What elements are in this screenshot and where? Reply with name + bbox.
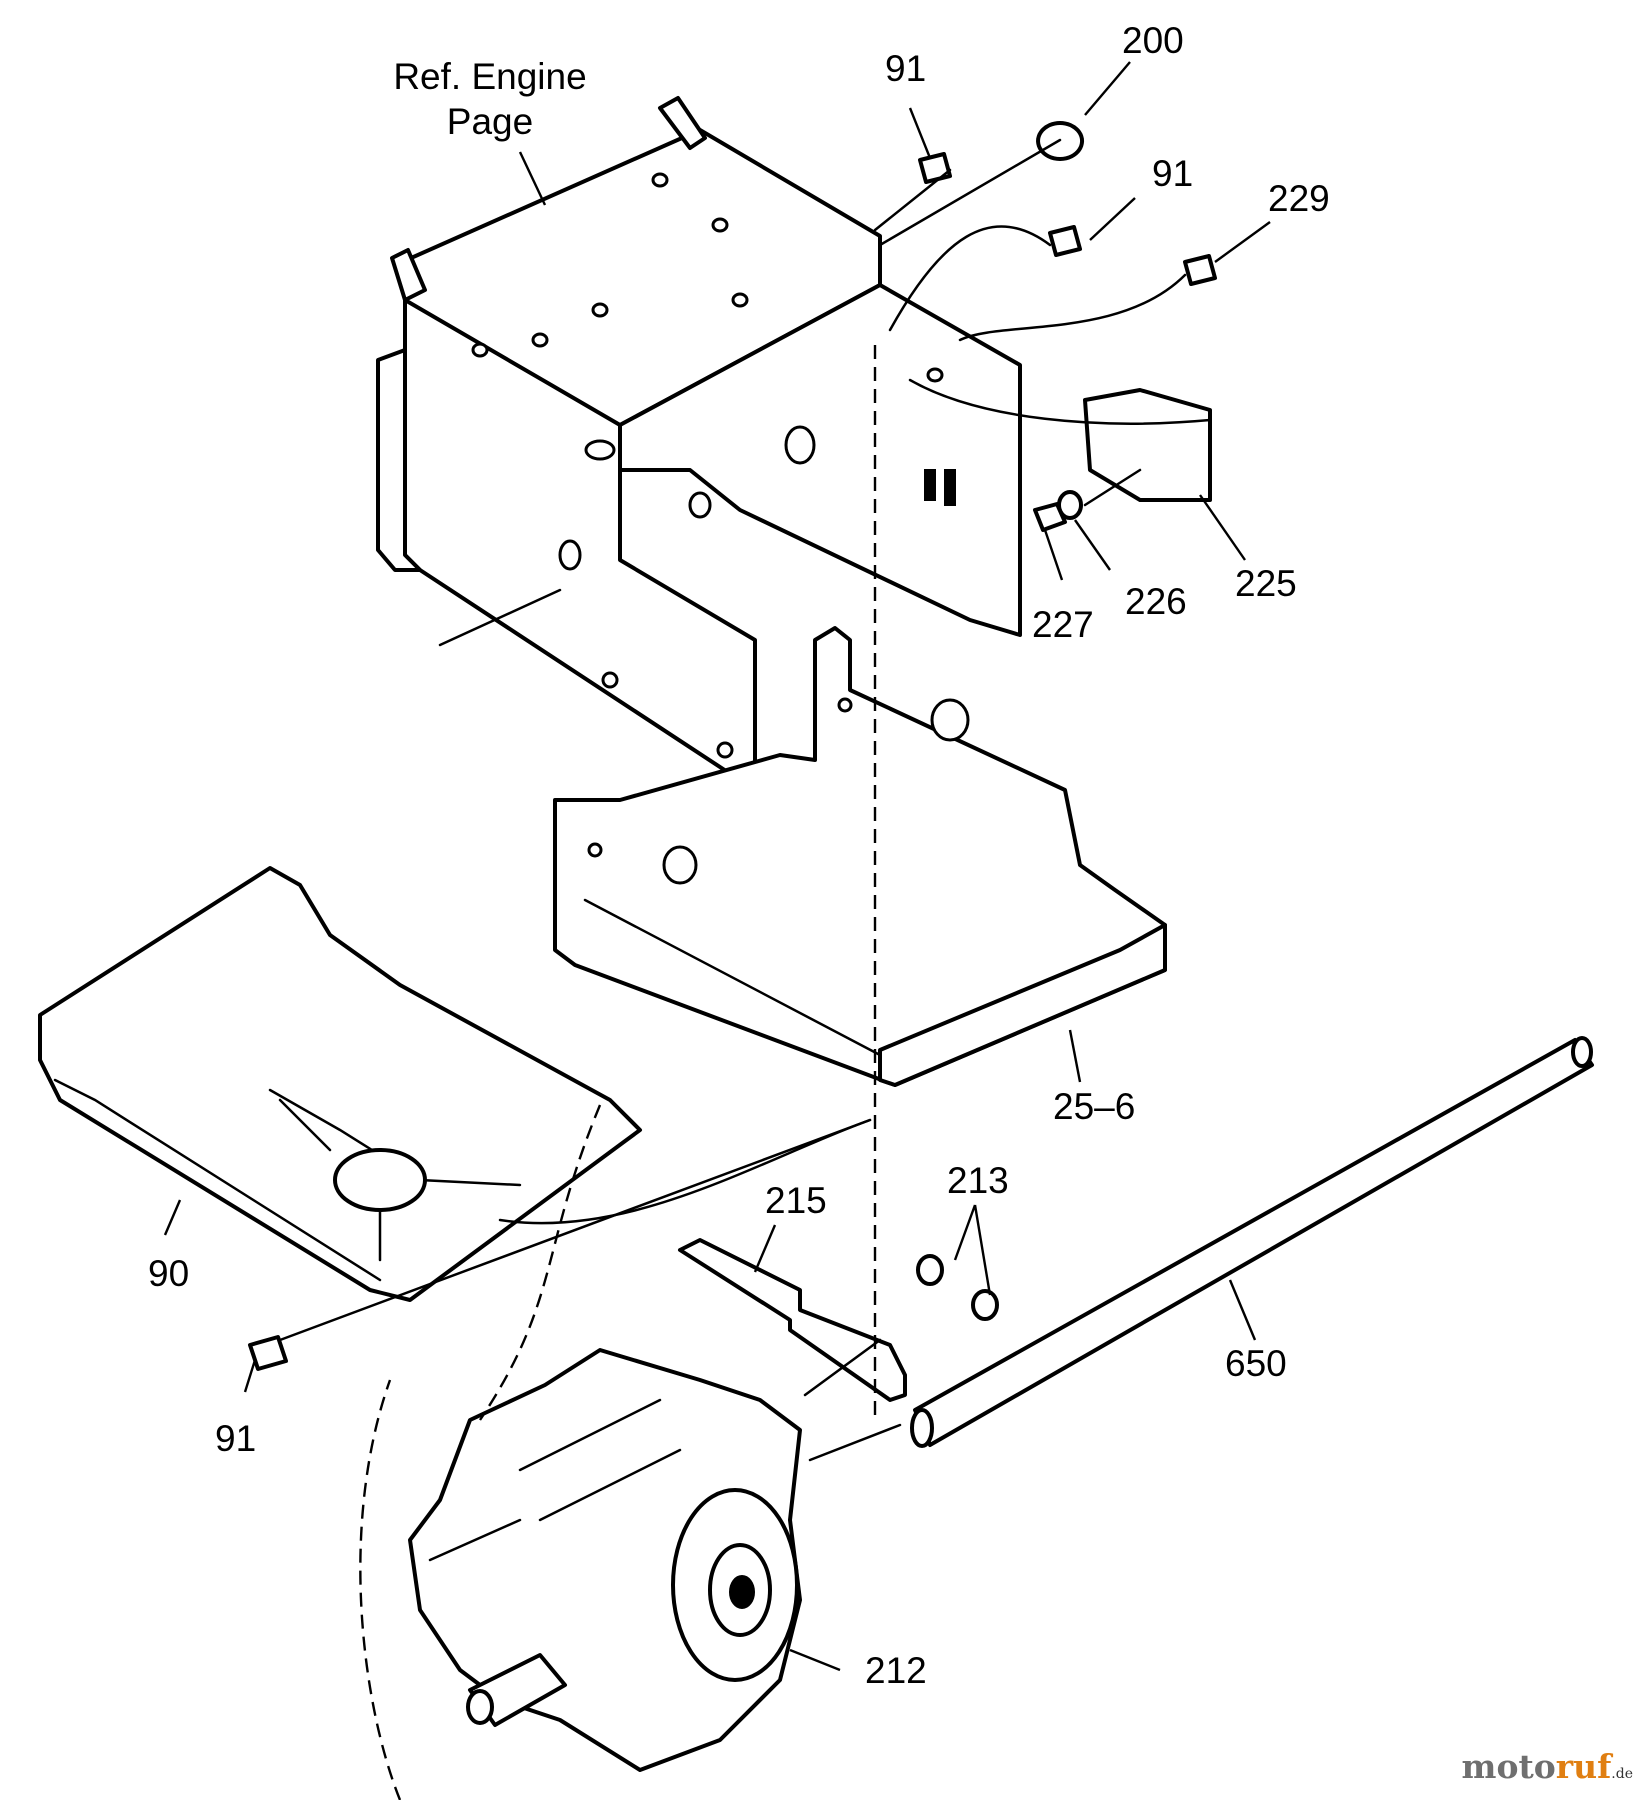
callout-ref-engine: Ref. Engine Page xyxy=(360,58,620,140)
callout-91-bottom: 91 xyxy=(215,1418,257,1459)
callout-91-mid: 91 xyxy=(1152,153,1194,194)
callout-212: 212 xyxy=(865,1650,927,1691)
callout-650: 650 xyxy=(1225,1343,1287,1384)
callout-227: 227 xyxy=(1032,604,1094,645)
frame-hole xyxy=(688,491,712,519)
frame-hole xyxy=(837,697,853,713)
callout-90: 90 xyxy=(148,1253,190,1294)
frame-top-tab-left xyxy=(390,248,427,302)
frame-top-tab-right xyxy=(658,96,707,150)
callout-ref-engine-line2: Page xyxy=(446,101,534,142)
bolt-229 xyxy=(1183,254,1217,286)
callout-215: 215 xyxy=(765,1180,827,1221)
shaft-650 xyxy=(910,1036,1594,1448)
bracket-225 xyxy=(1083,388,1212,502)
bracket-215 xyxy=(678,1238,907,1402)
frame-hole xyxy=(784,425,816,465)
engine-frame xyxy=(376,96,1167,1087)
hardware xyxy=(248,121,1217,1371)
watermark-part2: ruf xyxy=(1555,1747,1612,1786)
frame-hole xyxy=(584,439,616,461)
callout-91-top: 91 xyxy=(885,48,927,89)
bolt-91-mid xyxy=(1048,225,1082,257)
frame-hole xyxy=(716,741,734,759)
cover-plate-90 xyxy=(38,866,642,1302)
frame-hole xyxy=(662,845,698,885)
assembly-lines xyxy=(278,138,1212,1800)
frame-hole xyxy=(731,292,749,308)
frame-hole xyxy=(558,539,582,571)
callout-229: 229 xyxy=(1268,178,1330,219)
bolt-91-top xyxy=(918,152,952,184)
frame-hole xyxy=(587,842,603,858)
frame-hole xyxy=(926,367,944,383)
callout-226: 226 xyxy=(1125,581,1187,622)
callout-213: 213 xyxy=(947,1160,1009,1201)
frame-lower-flange xyxy=(878,923,1167,1087)
frame-hole xyxy=(591,302,609,318)
frame-slot xyxy=(944,469,956,506)
nut-227 xyxy=(1033,502,1067,532)
frame-left-flange xyxy=(376,348,422,572)
callout-200: 200 xyxy=(1122,20,1184,61)
watermark-suffix: .de xyxy=(1611,1766,1633,1782)
frame-hole xyxy=(930,698,970,742)
frame-slot xyxy=(924,469,936,501)
frame-hole xyxy=(531,332,549,348)
watermark-part1: moto xyxy=(1461,1747,1556,1786)
callout-ref-engine-line1: Ref. Engine xyxy=(393,56,587,97)
frame-bend-line xyxy=(583,898,882,1057)
frame-hole xyxy=(471,342,489,358)
screw-213-a xyxy=(916,1254,944,1286)
frame-hole xyxy=(601,671,619,689)
frame-right-side-plate xyxy=(618,283,1022,637)
frame-lower-bracket xyxy=(553,626,1167,1087)
leader-lines xyxy=(163,61,1271,1672)
gearbox-212 xyxy=(408,1348,802,1772)
frame-hole xyxy=(651,172,669,188)
watermark-logo: motoruf.de xyxy=(1462,1747,1633,1786)
callout-225: 225 xyxy=(1235,563,1297,604)
callout-25-6: 25–6 xyxy=(1053,1086,1136,1127)
screw-213-b xyxy=(971,1289,999,1321)
bolt-91-bottom xyxy=(248,1335,288,1371)
frame-hole xyxy=(711,217,729,233)
